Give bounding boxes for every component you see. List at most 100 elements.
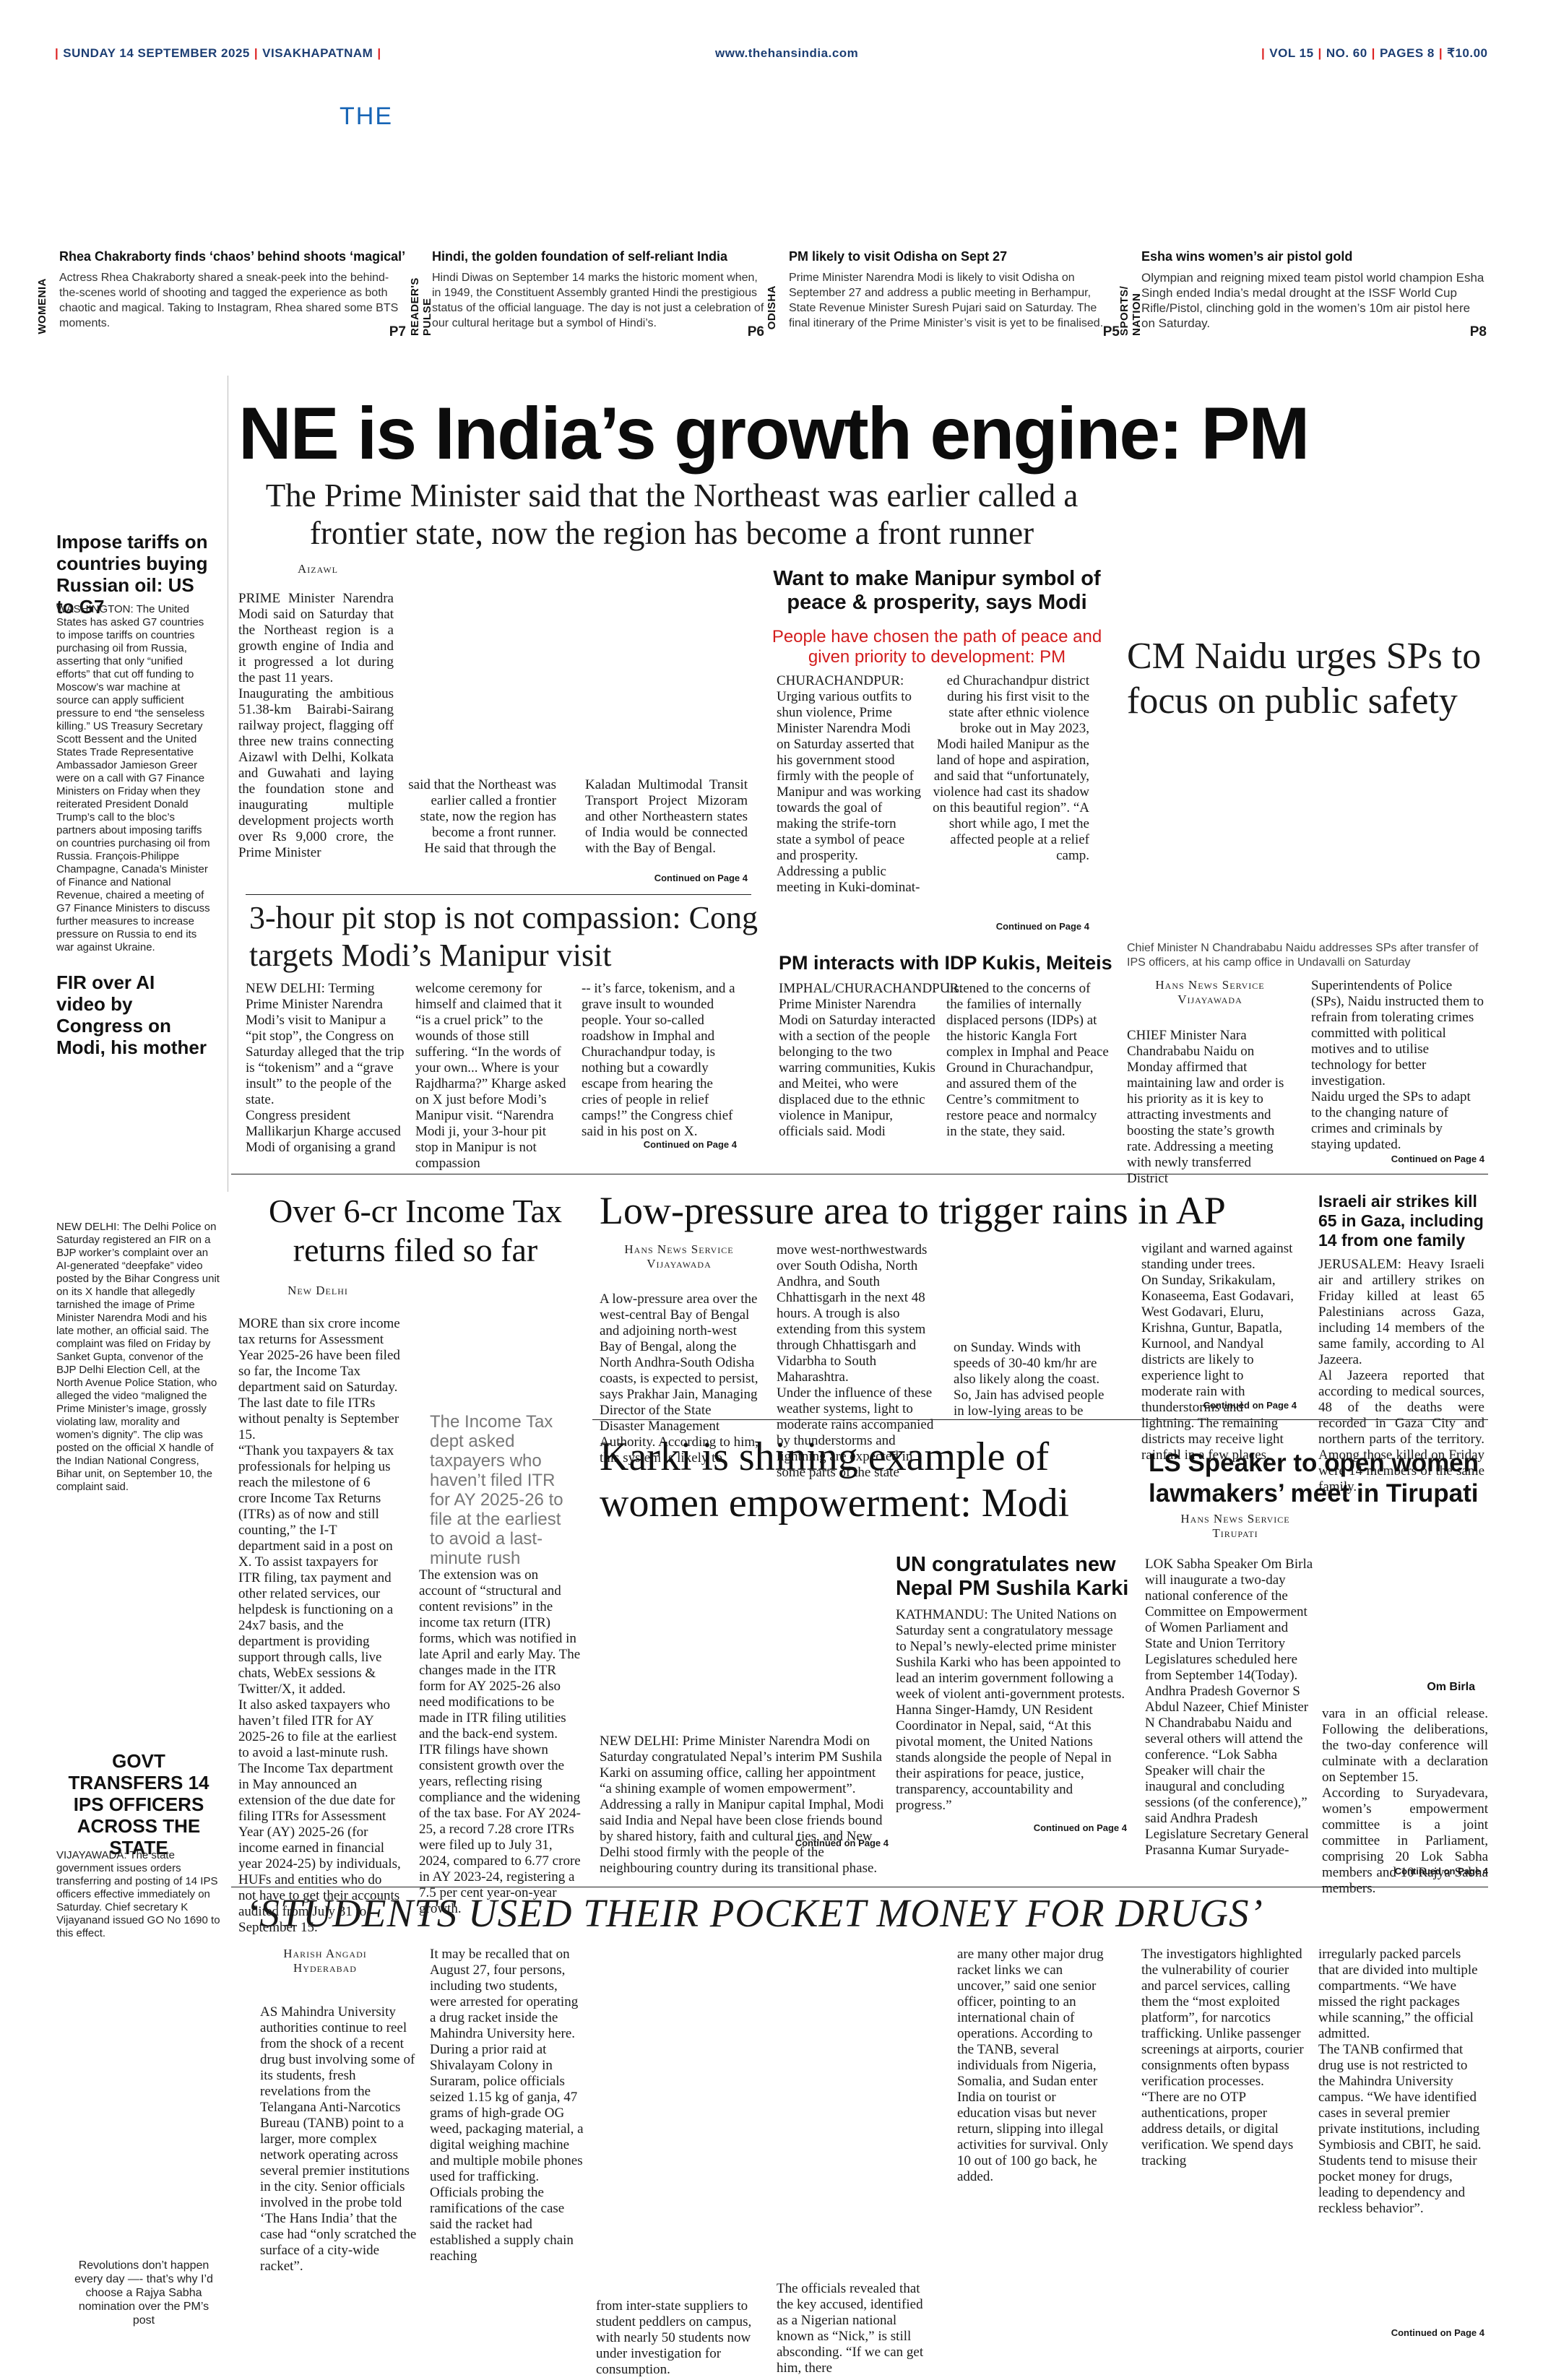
byline-place: Vijayawada	[647, 1257, 712, 1271]
rain-continued[interactable]: Continued on Page 4	[1203, 1400, 1297, 1411]
karki-body: NEW DELHI: Prime Minister Narendra Modi …	[600, 1734, 884, 1876]
ls-continued[interactable]: Continued on Page 4	[1394, 1866, 1488, 1877]
naidu-col-2: Superintendents of Police (SPs), Naidu i…	[1311, 978, 1484, 1152]
byline-place: Vijayawada	[1177, 992, 1242, 1006]
itr-headline[interactable]: Over 6-cr Income Tax returns filed so fa…	[269, 1193, 562, 1268]
ls-col-2: vara in an official release. Following t…	[1322, 1706, 1488, 1896]
dateline-city: VISAKHAPATNAM	[262, 46, 373, 60]
rain-headline[interactable]: Low-pressure area to trigger rains in AP	[600, 1189, 1226, 1232]
teaser-page: P8	[1469, 324, 1487, 339]
byline-place: Hyderabad	[293, 1961, 357, 1975]
gaza-body: JERUSALEM: Heavy Israeli air and artille…	[1318, 1257, 1484, 1494]
teaser-label: ODISHA	[766, 285, 778, 330]
teaser-text: Olympian and reigning mixed team pistol …	[1141, 271, 1484, 330]
karki-continued[interactable]: Continued on Page 4	[795, 1838, 889, 1848]
masthead-the: THE	[340, 103, 393, 130]
dateline-right: |VOL 15|NO. 60|PAGES 8|₹10.00	[1261, 46, 1488, 60]
govt-transfers-body: VIJAYAWADA: The state government issues …	[56, 1849, 220, 1939]
teaser-page: P5	[1102, 324, 1120, 339]
manipur-subhead: People have chosen the path of peace and…	[772, 627, 1102, 667]
teaser-page: P6	[747, 324, 764, 339]
itr-byline: New Delhi	[288, 1284, 348, 1297]
teaser-text: Hindi Diwas on September 14 marks the hi…	[432, 272, 764, 329]
kukis-col-1: IMPHAL/CHURACHANDPUR: Prime Minister Nar…	[779, 981, 963, 1139]
lead-headline[interactable]: NE is India’s growth engine: PM	[238, 392, 1310, 475]
teaser-title: Esha wins women’s air pistol gold	[1141, 249, 1353, 264]
divider	[246, 894, 751, 895]
naidu-continued[interactable]: Continued on Page 4	[1391, 1154, 1484, 1164]
itr-col-2: The extension was on account of “structu…	[419, 1567, 581, 1916]
naidu-col-1: CHIEF Minister Nara Chandrababu Naidu on…	[1127, 1028, 1284, 1186]
teaser-label: WOMENIA	[36, 278, 48, 334]
pitstop-continued[interactable]: Continued on Page 4	[643, 1139, 737, 1150]
teaser-title: PM likely to visit Odisha on Sept 27	[789, 249, 1008, 264]
pitstop-col-3: -- it’s farce, tokenism, and a grave ins…	[582, 981, 735, 1139]
rain-col-2: move west-northwestwards over South Odis…	[777, 1242, 934, 1480]
itr-col-1: MORE than six crore income tax returns f…	[238, 1316, 401, 1935]
naidu-headline[interactable]: CM Naidu urges SPs to focus on public sa…	[1127, 636, 1482, 722]
drugs-col-3: from inter-state suppliers to student pe…	[596, 2298, 752, 2377]
byline-author: Harish Angadi	[283, 1947, 367, 1960]
un-body: KATHMANDU: The United Nations on Saturda…	[896, 1607, 1125, 1813]
teaser-text: Prime Minister Narendra Modi is likely t…	[789, 272, 1104, 329]
rain-col-4: vigilant and warned against standing und…	[1141, 1241, 1295, 1463]
teaser-title: Hindi, the golden foundation of self-rel…	[432, 249, 727, 264]
pitstop-headline[interactable]: 3-hour pit stop is not compassion: Cong …	[249, 900, 758, 973]
tariffs-body: WASHINGTON: The United States has asked …	[56, 603, 210, 953]
fir-headline[interactable]: FIR over AI video by Congress on Modi, h…	[56, 972, 207, 1058]
teaser-womenia[interactable]: WOMENIA Rhea Chakraborty finds ‘chaos’ b…	[36, 249, 406, 339]
un-continued[interactable]: Continued on Page 4	[1033, 1822, 1127, 1833]
drugs-col-1: AS Mahindra University authorities conti…	[260, 2004, 417, 2274]
manipur-continued[interactable]: Continued on Page 4	[995, 921, 1089, 932]
kukis-col-2: listened to the concerns of the families…	[946, 981, 1109, 1139]
pitstop-col-1: NEW DELHI: Terming Prime Minister Narend…	[246, 981, 405, 1155]
byline-place: Tirupati	[1212, 1526, 1258, 1540]
teaser-title: Rhea Chakraborty finds ‘chaos’ behind sh…	[59, 249, 406, 264]
drugs-col-2: It may be recalled that on August 27, fo…	[430, 1947, 584, 2264]
lead-byline: Aizawl	[298, 562, 338, 576]
ls-col-1: LOK Sabha Speaker Om Birla will inaugura…	[1145, 1557, 1313, 1858]
section-divider	[592, 1419, 1488, 1420]
byline-agency: Hans News Service	[1180, 1512, 1290, 1526]
govt-transfers-headline[interactable]: GOVT TRANSFERS 14 IPS OFFICERS ACROSS TH…	[68, 1750, 209, 1858]
lead-deck: The Prime Minister said that the Northea…	[265, 477, 1079, 551]
teaser-label: READER'S PULSE	[409, 277, 433, 336]
un-headline[interactable]: UN congratulates new Nepal PM Sushila Ka…	[896, 1553, 1129, 1600]
rain-col-1: A low-pressure area over the west-centra…	[600, 1291, 758, 1466]
manipur-col-2: ed Churachandpur district during his fir…	[933, 673, 1089, 863]
fir-body: NEW DELHI: The Delhi Police on Saturday …	[56, 1221, 220, 1493]
ls-headline[interactable]: LS Speaker to open women lawmakers’ meet…	[1149, 1449, 1479, 1507]
lead-col-3: Kaladan Multimodal Transit Transport Pro…	[585, 777, 748, 856]
drugs-col-6: irregularly packed parcels that are divi…	[1318, 1947, 1482, 2216]
naidu-photo-caption: Chief Minister N Chandrababu Naidu addre…	[1127, 942, 1479, 969]
lead-col-1: PRIME Minister Narendra Modi said on Sat…	[238, 591, 394, 860]
drugs-col-4: The officials revealed that the key accu…	[777, 2281, 924, 2376]
gaza-headline[interactable]: Israeli air strikes kill 65 in Gaza, inc…	[1318, 1192, 1484, 1250]
manipur-headline[interactable]: Want to make Manipur symbol of peace & p…	[773, 567, 1101, 614]
drugs-col-5: The investigators highlighted the vulner…	[1141, 1947, 1304, 2168]
dateline-url[interactable]: www.thehansindia.com	[715, 46, 859, 60]
drugs-headline[interactable]: ‘STUDENTS USED THEIR POCKET MONEY FOR DR…	[246, 1891, 1263, 1935]
karki-headline[interactable]: Karki is shining example of women empowe…	[600, 1435, 1070, 1526]
lead-continued[interactable]: Continued on Page 4	[654, 873, 748, 883]
teaser-text: Actress Rhea Chakraborty shared a sneak-…	[59, 272, 399, 329]
dateline-left: |SUNDAY 14 SEPTEMBER 2025|VISAKHAPATNAM|	[55, 46, 381, 60]
tariffs-headline[interactable]: Impose tariffs on countries buying Russi…	[56, 531, 208, 618]
teaser-label: SPORTS/ NATION	[1118, 285, 1143, 336]
byline-agency: Hans News Service	[624, 1242, 734, 1256]
teaser-odisha[interactable]: ODISHA PM likely to visit Odisha on Sept…	[766, 249, 1120, 339]
teaser-sports[interactable]: SPORTS/ NATION Esha wins women’s air pis…	[1118, 249, 1487, 339]
teaser-page: P7	[389, 324, 406, 339]
cartoon-caption: Revolutions don’t happen every day —- th…	[74, 2259, 213, 2327]
dateline-date: SUNDAY 14 SEPTEMBER 2025	[63, 46, 250, 60]
kukis-headline[interactable]: PM interacts with IDP Kukis, Meiteis	[779, 952, 1112, 974]
pitstop-col-2: welcome ceremony for himself and claimed…	[415, 981, 566, 1171]
teaser-readers-pulse[interactable]: READER'S PULSE Hindi, the golden foundat…	[409, 249, 764, 339]
drugs-continued[interactable]: Continued on Page 4	[1391, 2327, 1484, 2338]
ls-photo-caption: Om Birla	[1427, 1681, 1475, 1693]
manipur-col-1: CHURACHANDPUR: Urging various outfits to…	[777, 673, 921, 895]
